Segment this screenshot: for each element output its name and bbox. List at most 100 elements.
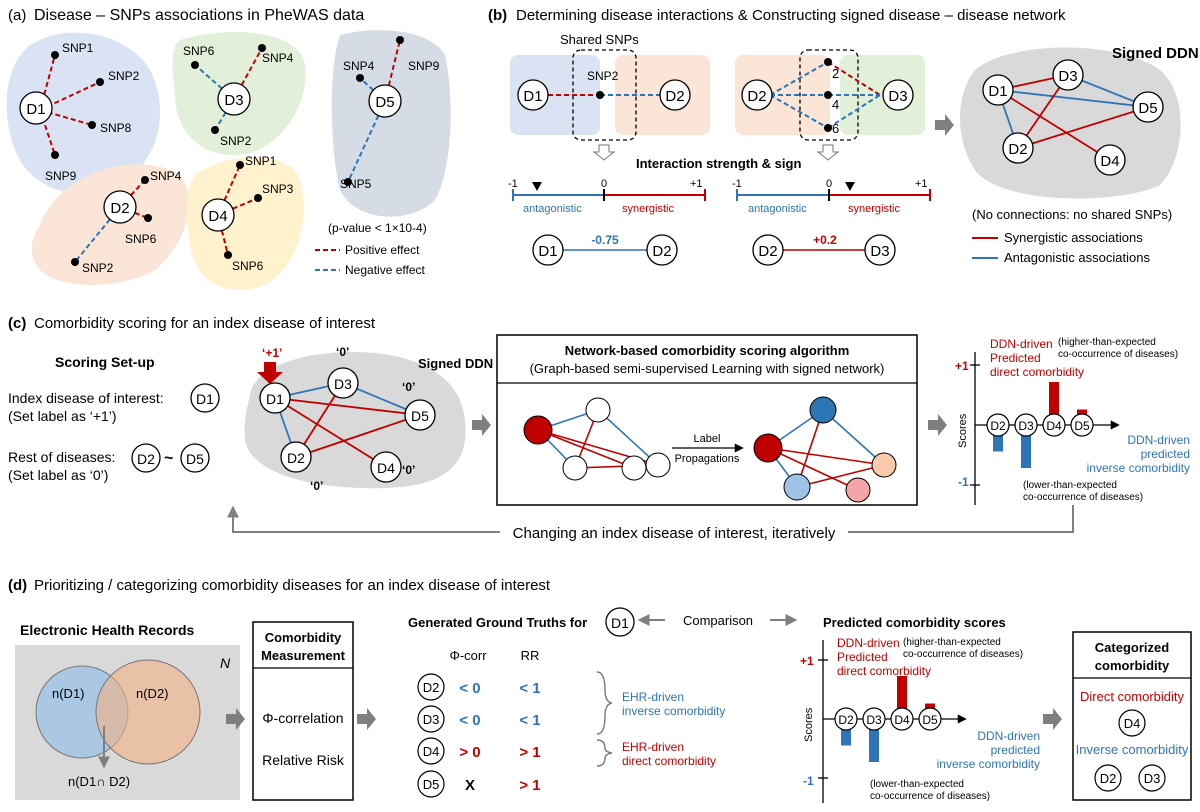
gt-row-3-rr: > 1	[519, 744, 540, 761]
d-ddn-direct-2: Predicted	[837, 650, 888, 664]
panel-a-label: (a)	[8, 7, 26, 24]
c-ddn-title: Signed DDN	[418, 356, 493, 371]
d1-node	[19, 91, 53, 125]
c-ddn-d3-label: D3	[334, 376, 352, 392]
b-d1-node-label: D1	[523, 88, 542, 105]
d-higher-2: co-occurrence of diseases)	[903, 649, 1023, 660]
chart-c-tick-d5: D5	[1074, 419, 1090, 433]
c-higher-2: co-occurrence of diseases)	[1058, 349, 1178, 360]
panel-a-title: Disease – SNPs associations in PheWAS da…	[34, 7, 364, 24]
d-arrow-1	[226, 708, 245, 730]
no-connections-note: (No connections: no shared SNPs)	[972, 207, 1172, 222]
d1-snp-9: SNP9	[45, 169, 77, 183]
chart-c-bar-d5	[1077, 409, 1087, 415]
chart-c-node-d2	[986, 413, 1010, 437]
scale1-marker	[532, 182, 542, 191]
d4-snp-1: SNP1	[245, 154, 277, 168]
scale1-left: -1	[508, 178, 518, 190]
venn-d2	[95, 659, 201, 765]
d5-snp-dots	[344, 36, 404, 186]
cat-d3-label: D3	[1144, 771, 1161, 786]
scoring-setup-title: Scoring Set-up	[55, 354, 155, 370]
c-ddn-d1-label: D1	[266, 391, 284, 407]
algo-graph-right	[753, 396, 897, 503]
d2-snp-4: SNP4	[150, 169, 182, 183]
c-ddn-inv-2: predicted	[1141, 447, 1190, 461]
cat-d4	[1118, 709, 1146, 737]
b-d2-node-r	[741, 79, 773, 111]
ddn-d4	[1094, 144, 1126, 176]
setup-d2-label: D2	[137, 451, 155, 467]
gt-row-1-phi: < 0	[459, 680, 480, 697]
b-d1-node	[517, 79, 549, 111]
panel-d-label: (d)	[8, 577, 27, 594]
venn-nd12: n(D1∩ D2)	[68, 774, 130, 789]
b-left-blue	[510, 55, 600, 135]
c-ddn-d4	[370, 451, 402, 483]
brace-direct	[596, 739, 613, 767]
legend-neg-text: Negative effect	[345, 263, 425, 277]
d2-snp-2: SNP2	[82, 261, 114, 275]
ddn-title: Signed DDN	[1112, 45, 1199, 62]
d3-node	[217, 82, 251, 116]
panel-d-title: Prioritizing / categorizing comorbidity …	[34, 577, 551, 594]
ddn-d5	[1132, 91, 1164, 123]
scale1-antagonistic: antagonistic	[523, 203, 582, 215]
d-ddn-inv-2: predicted	[991, 743, 1040, 757]
d3-snp-2: SNP2	[220, 134, 252, 148]
chart-d-bar-d2	[841, 729, 851, 746]
chart-d-tick-d2: D2	[838, 713, 854, 727]
algo-title: Network-based comorbidity scoring algori…	[565, 343, 850, 358]
d4-snp-dots	[224, 161, 262, 259]
d5-snp-9: SNP9	[408, 59, 440, 73]
panel-c: (c) Comorbidity scoring for an index dis…	[8, 315, 1190, 543]
c-ddn-direct-3: direct comorbidity	[990, 365, 1084, 379]
scale2-left: -1	[732, 178, 742, 190]
shared-snps-label: Shared SNPs	[560, 32, 639, 47]
d3-snp-dots	[191, 44, 266, 134]
b-d3-node	[882, 79, 914, 111]
c-d2-zero: ‘0’	[310, 479, 323, 493]
panel-c-label: (c)	[8, 315, 26, 332]
d5-node	[368, 84, 402, 118]
measure-title-1: Comorbidity	[265, 630, 342, 645]
algo-subtitle: (Graph-based semi-supervised Learning wi…	[530, 361, 885, 376]
gt-row-4-d: D5	[423, 777, 440, 792]
w23-value: +0.2	[813, 233, 837, 247]
chart-d-y-plus: +1	[800, 654, 814, 668]
b-d2-node-label: D2	[665, 88, 684, 105]
gt-title: Generated Ground Truths for	[408, 615, 587, 630]
d-lower-2: co-occurrence of diseases)	[870, 791, 990, 802]
w23-d3	[864, 234, 896, 266]
label-prop-2: Propagations	[675, 453, 740, 465]
gt-row-2: D3 < 0 < 1	[417, 705, 541, 733]
ant-legend-text: Antagonistic associations	[1004, 250, 1150, 265]
ehr-dir-1: EHR-driven	[622, 740, 684, 754]
d4-snp-6: SNP6	[232, 259, 264, 273]
gt-row-1-d: D2	[423, 680, 440, 695]
b-num-4: 4	[832, 97, 839, 112]
setup-tilde: ~	[164, 450, 173, 467]
cat-inverse: Inverse comorbidity	[1076, 742, 1189, 757]
b-d2-node	[659, 79, 691, 111]
chart-c-node-d3	[1014, 413, 1038, 437]
c-ddn-d2-label: D2	[287, 450, 305, 466]
cat-d3	[1138, 764, 1166, 792]
scale2-antagonistic: antagonistic	[748, 203, 807, 215]
chart-d-tick-d4: D4	[894, 713, 910, 727]
shared-snps-box-2	[799, 49, 859, 141]
b-right-edges	[769, 61, 881, 129]
c-lower-1: (lower-than-expected	[1023, 480, 1117, 491]
w23-d2	[752, 234, 784, 266]
d-ddn-direct-3: direct comorbidity	[837, 664, 931, 678]
setup-d2	[131, 443, 161, 473]
c-higher-1: (higher-than-expected	[1058, 337, 1156, 348]
w12-value: -0.75	[591, 233, 619, 247]
chart-c-tick-d2: D2	[990, 419, 1006, 433]
measure-rr: Relative Risk	[262, 752, 345, 768]
pvalue-note: (p-value < 1×10-4)	[328, 221, 427, 235]
